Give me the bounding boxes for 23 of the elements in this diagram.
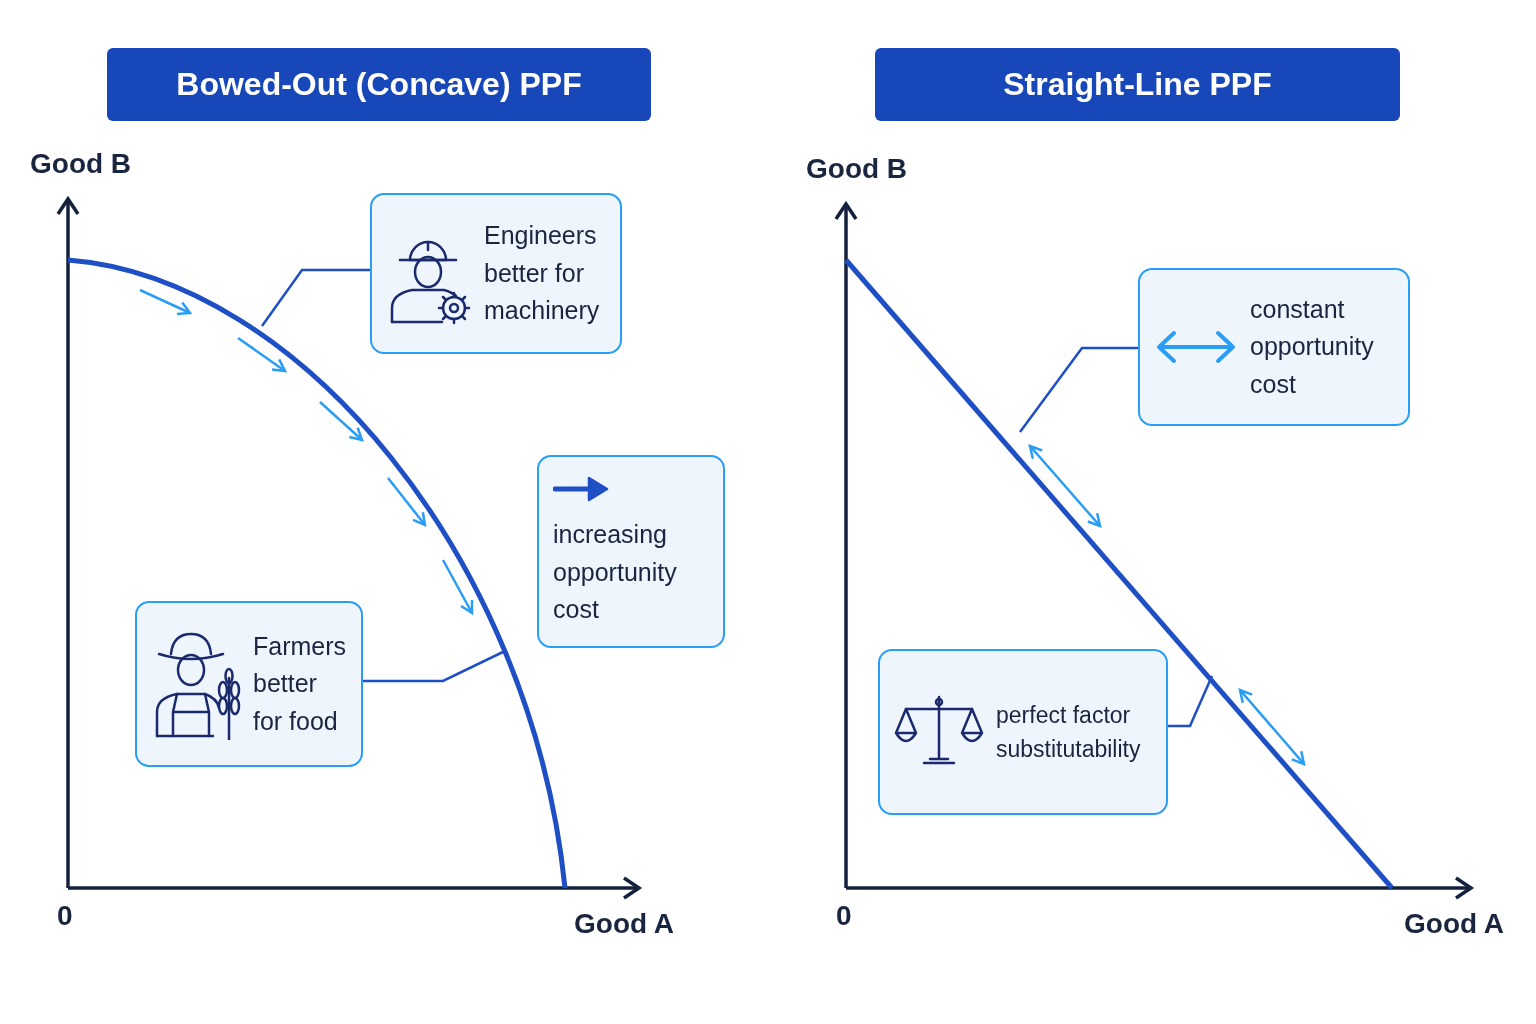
axis-label: Good B: [806, 153, 908, 185]
leader-line: [1168, 675, 1214, 728]
leader-line: [261, 268, 370, 327]
callout-text: perfect factor substitutability: [996, 700, 1142, 764]
callout-text: Farmers better for food: [253, 630, 347, 737]
callout-text: increasing opportunity cost: [553, 519, 678, 626]
origin-label: 0: [57, 900, 73, 932]
axis-label: Good B: [30, 148, 132, 180]
ppf-line: [844, 258, 1394, 890]
axis-label: Good A: [1404, 908, 1505, 940]
origin-label: 0: [836, 900, 852, 932]
panel-title: Straight-Line PPF: [1003, 66, 1272, 103]
callout-box: [1138, 268, 1410, 426]
callout-box: [370, 193, 622, 354]
callout-box: [537, 455, 725, 648]
leader-line: [363, 649, 506, 683]
title-banner: [875, 48, 1400, 121]
callout-text: constant opportunity cost: [1250, 293, 1375, 400]
callout-text: Engineers better for machinery: [484, 220, 601, 327]
panel-title: Bowed-Out (Concave) PPF: [176, 66, 582, 103]
title-banner: [107, 48, 651, 121]
axis-label: Good A: [574, 908, 675, 940]
leader-line: [1019, 346, 1138, 433]
